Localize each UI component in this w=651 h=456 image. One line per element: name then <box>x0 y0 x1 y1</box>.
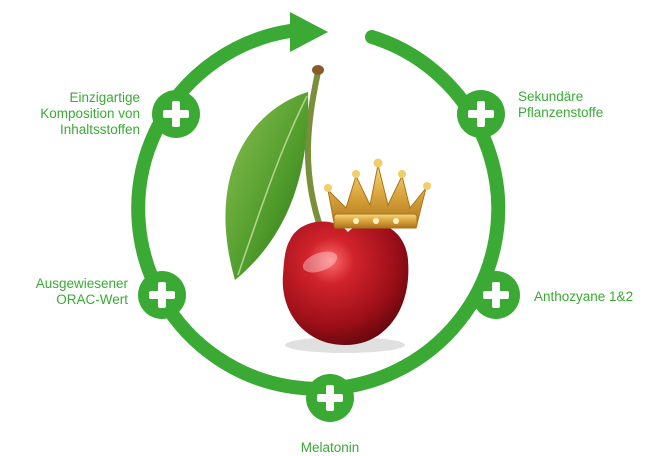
label-mid-left: Ausgewiesener ORAC-Wert <box>35 276 128 307</box>
cherry-illustration <box>282 221 409 345</box>
plus-node-top-right <box>457 90 505 138</box>
plus-node-top-left <box>152 90 200 138</box>
crown-illustration <box>324 158 431 229</box>
cherry-stem <box>304 69 325 235</box>
arrow-icon <box>290 12 328 52</box>
label-top-left: Einzigartige Komposition von Inhaltsstof… <box>40 90 140 137</box>
plus-node-bottom <box>306 374 354 422</box>
label-mid-right: Anthozyane 1&2 <box>534 289 634 304</box>
plus-node-mid-right <box>472 271 520 319</box>
plus-node-mid-left <box>138 271 186 319</box>
label-top-right: Sekundäre Pflanzenstoffe <box>518 89 604 120</box>
label-bottom: Melatonin <box>300 440 360 455</box>
